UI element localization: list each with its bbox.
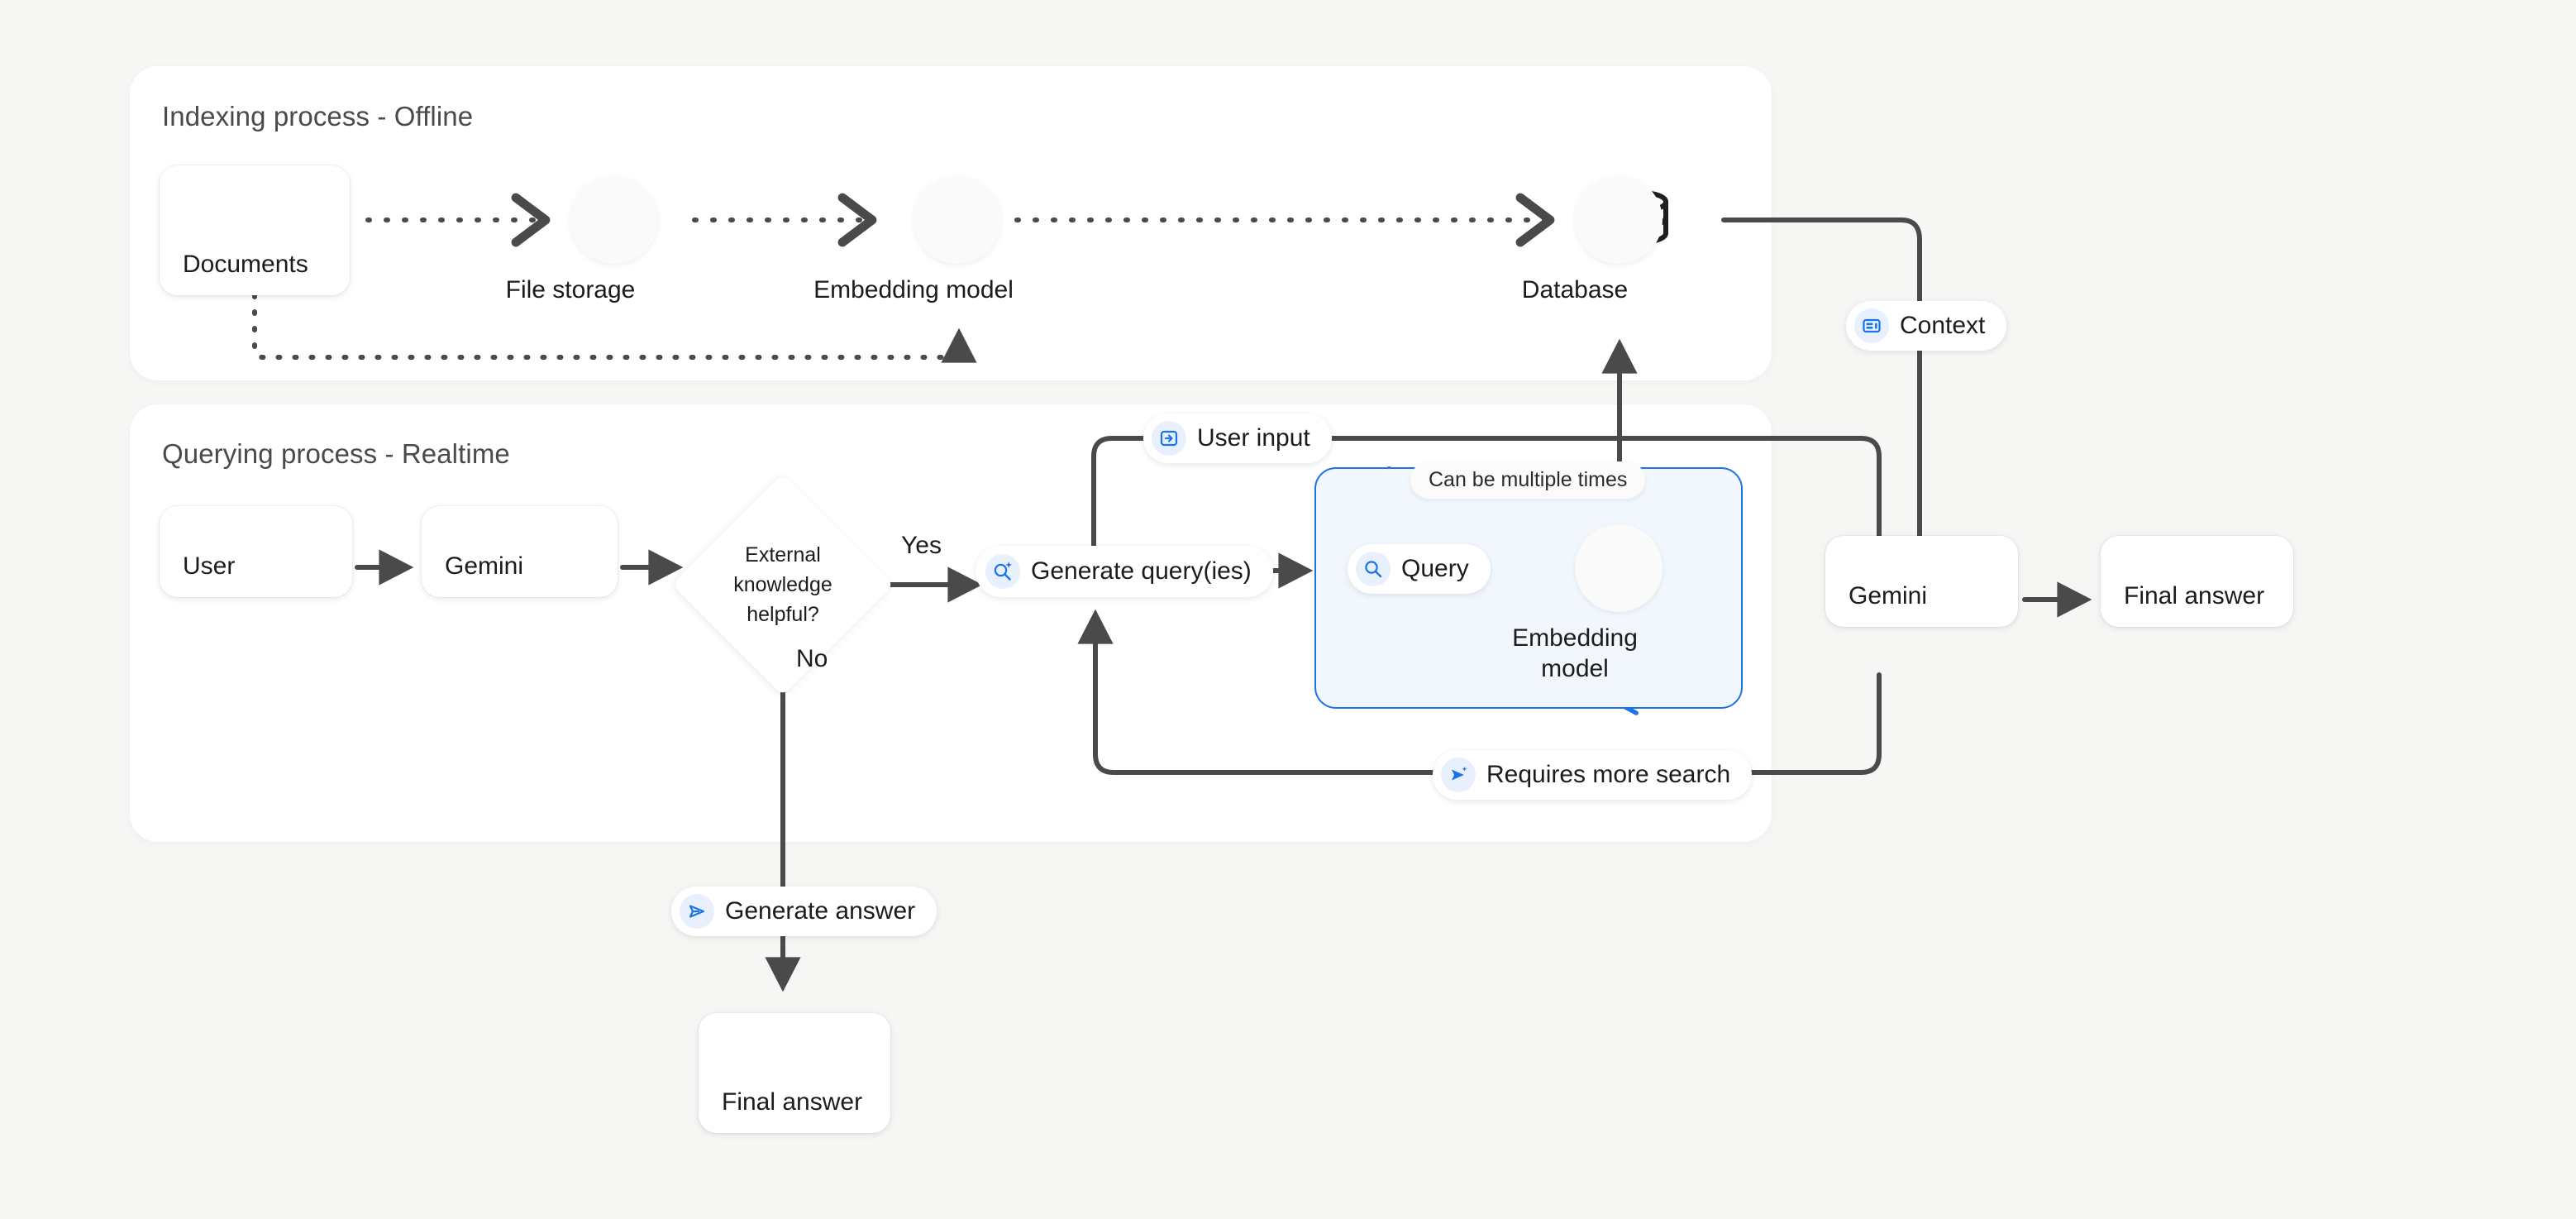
decision-diamond-text: External knowledge helpful? bbox=[704, 506, 861, 663]
right-gemini-card[interactable]: Gemini bbox=[1825, 536, 2018, 627]
search-icon bbox=[1356, 552, 1391, 586]
file-storage-label: File storage bbox=[505, 276, 636, 304]
generate-answer-pill-label: Generate answer bbox=[725, 897, 916, 925]
requires-more-search-pill[interactable]: Requires more search bbox=[1433, 750, 1753, 800]
decision-line-3: helpful? bbox=[747, 603, 819, 627]
bottom-final-answer-card[interactable]: Final answer bbox=[699, 1013, 890, 1133]
user-input-pill[interactable]: User input bbox=[1143, 414, 1332, 463]
branch-no-label: No bbox=[796, 645, 828, 672]
bottom-final-answer-card-label: Final answer bbox=[722, 1088, 863, 1116]
gemini-card[interactable]: Gemini bbox=[422, 506, 618, 597]
embedding-model-label: Embedding model bbox=[813, 276, 1014, 304]
decision-diamond[interactable]: External knowledge helpful? bbox=[671, 473, 894, 696]
user-input-pill-label: User input bbox=[1197, 424, 1310, 452]
generate-query-pill[interactable]: Generate query(ies) bbox=[976, 546, 1273, 597]
user-card[interactable]: User bbox=[160, 506, 352, 597]
documents-card[interactable]: Documents bbox=[160, 165, 350, 295]
user-card-label: User bbox=[183, 552, 236, 580]
send-sparkle-icon bbox=[1441, 758, 1476, 792]
database-bubble bbox=[1575, 176, 1662, 264]
loop-embedding-label-line1: Embedding bbox=[1512, 624, 1638, 652]
right-gemini-card-label: Gemini bbox=[1849, 582, 1928, 610]
context-pill-label: Context bbox=[1900, 312, 1986, 339]
indexing-panel-title: Indexing process - Offline bbox=[162, 101, 474, 131]
input-arrow-icon bbox=[1152, 421, 1186, 456]
generate-answer-pill[interactable]: Generate answer bbox=[671, 887, 937, 936]
decision-line-1: External bbox=[745, 543, 821, 566]
context-card-icon bbox=[1854, 308, 1889, 343]
branch-yes-label: Yes bbox=[901, 532, 942, 559]
query-pill-label: Query bbox=[1401, 555, 1469, 582]
database-label: Database bbox=[1521, 276, 1629, 304]
right-final-answer-card[interactable]: Final answer bbox=[2101, 536, 2293, 627]
file-storage-bubble bbox=[570, 176, 658, 264]
decision-line-2: knowledge bbox=[733, 572, 832, 596]
loop-repeat-label: Can be multiple times bbox=[1410, 461, 1646, 499]
requires-more-search-pill-label: Requires more search bbox=[1486, 761, 1731, 788]
right-final-answer-card-label: Final answer bbox=[2124, 582, 2265, 610]
search-sparkle-icon bbox=[985, 554, 1020, 589]
loop-embedding-label-line2: model bbox=[1541, 654, 1609, 682]
loop-embedding-model-bubble bbox=[1575, 524, 1662, 612]
send-icon bbox=[680, 894, 714, 929]
query-pill[interactable]: Query bbox=[1348, 544, 1491, 594]
documents-card-label: Documents bbox=[183, 251, 308, 278]
loop-repeat-text: Can be multiple times bbox=[1429, 468, 1628, 491]
embedding-model-bubble bbox=[914, 176, 1001, 264]
context-pill[interactable]: Context bbox=[1846, 301, 2007, 351]
querying-panel-title: Querying process - Realtime bbox=[162, 438, 510, 469]
generate-query-pill-label: Generate query(ies) bbox=[1031, 557, 1252, 585]
gemini-card-label: Gemini bbox=[445, 552, 524, 580]
loop-embedding-model-label: Embedding model bbox=[1496, 624, 1653, 684]
